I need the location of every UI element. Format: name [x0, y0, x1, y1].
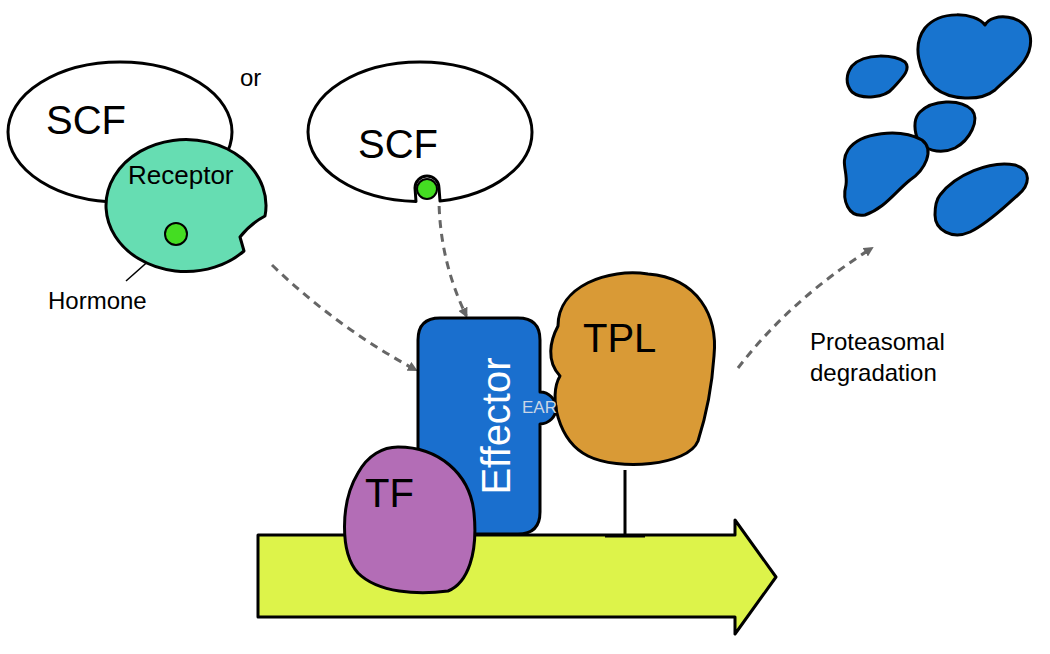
- dashed-arrow: [272, 265, 416, 370]
- fragment: [847, 56, 907, 97]
- dashed-arrow: [439, 206, 466, 316]
- hormone-label: Hormone: [48, 285, 147, 316]
- node-text: TPL: [583, 318, 656, 358]
- tpl-corepressor: TPL: [538, 266, 720, 472]
- transcription-factor: TF: [338, 443, 478, 595]
- node-text: Receptor: [128, 162, 234, 188]
- node-text: Effector: [476, 357, 516, 494]
- inhibition-bar: [605, 470, 645, 536]
- node-text: SCF: [46, 100, 126, 140]
- tpl-outline: [551, 273, 715, 465]
- node-text: EAR: [522, 399, 557, 416]
- fragment: [935, 164, 1027, 235]
- shape-outline: [538, 266, 720, 472]
- tf-outline: [345, 447, 475, 593]
- shape-outline: [104, 136, 270, 274]
- receptor-outline: [106, 140, 266, 272]
- connector-word: or: [240, 62, 261, 93]
- protein-fragments: [844, 15, 1030, 235]
- node-text: SCF: [358, 124, 438, 164]
- scf-complex: SCFReceptor: [6, 60, 272, 276]
- fragment: [844, 133, 928, 215]
- receptor-shape: Receptor: [104, 136, 270, 274]
- process-label: Proteasomal degradation: [810, 326, 975, 388]
- hormone-dot: [417, 179, 437, 199]
- node-text: TF: [365, 473, 414, 513]
- shape-outline: [338, 443, 478, 595]
- hormone-dot: [165, 223, 187, 245]
- fragment: [918, 15, 1031, 98]
- gene-arrow: [258, 520, 776, 634]
- scf-outline: [308, 62, 532, 202]
- scf-complex: SCF: [306, 60, 536, 206]
